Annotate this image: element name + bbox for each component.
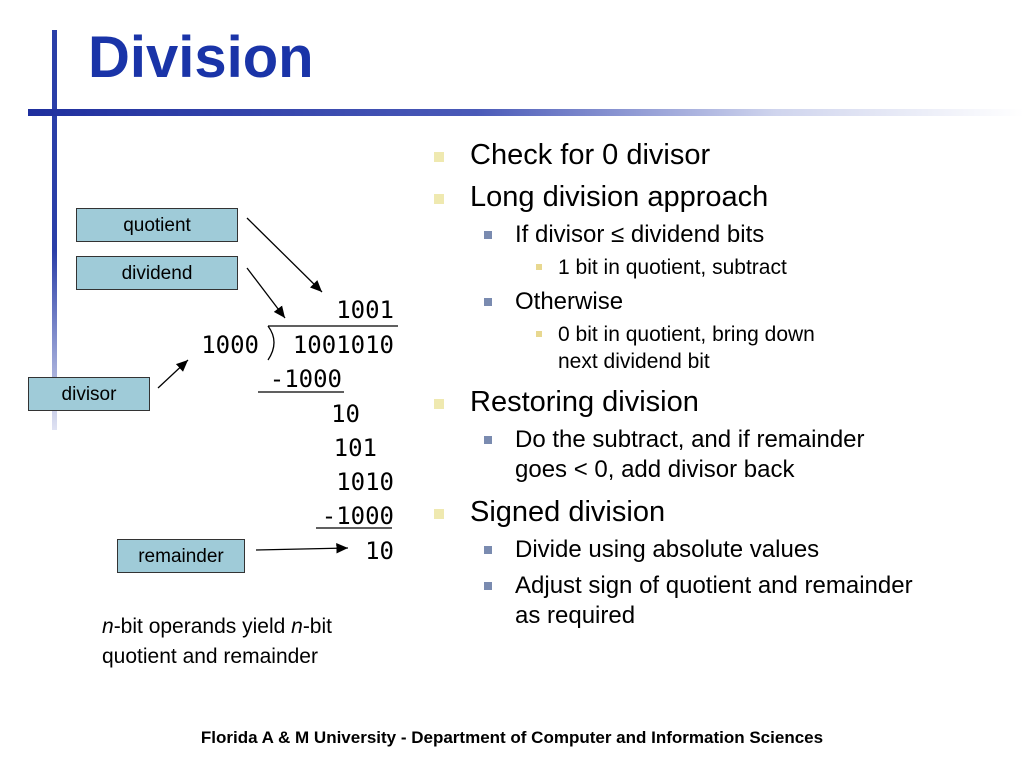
operand-caption: n-bit operands yield n-bit quotient and … bbox=[102, 612, 402, 672]
bullet-item: 0 bit in quotient, bring down next divid… bbox=[430, 321, 858, 375]
dividend-arrow bbox=[246, 267, 286, 319]
dividend-label: dividend bbox=[76, 256, 238, 290]
slide-footer: Florida A & M University - Department of… bbox=[200, 728, 824, 747]
bullet-item: Long division approach bbox=[430, 180, 1010, 214]
dividend-value: 1001010 bbox=[292, 331, 394, 359]
division-step: -1000 bbox=[269, 365, 342, 393]
quotient-label: quotient bbox=[76, 208, 238, 242]
caption-text: -bit quotient and remainder bbox=[102, 615, 332, 668]
caption-n-variable: n bbox=[291, 615, 303, 638]
quotient-value: 1001 bbox=[336, 296, 394, 324]
division-step: 1010 bbox=[336, 468, 394, 496]
bullet-item: If divisor ≤ dividend bits bbox=[430, 220, 1010, 250]
title-accent-horizontal-bar bbox=[28, 109, 1024, 116]
bullet-item: 1 bit in quotient, subtract bbox=[430, 254, 1010, 281]
bullet-item: Otherwise bbox=[430, 287, 1010, 317]
bullet-item: Adjust sign of quotient and remainder as… bbox=[430, 571, 915, 631]
quotient-arrow bbox=[246, 217, 323, 293]
caption-text: -bit operands yield bbox=[113, 615, 292, 638]
division-step: 101 bbox=[333, 434, 377, 462]
bullet-item: Divide using absolute values bbox=[430, 535, 1010, 565]
bullet-item: Restoring division bbox=[430, 385, 1010, 419]
divisor-label: divisor bbox=[28, 377, 150, 411]
remainder-value: 10 bbox=[365, 537, 394, 565]
remainder-label: remainder bbox=[117, 539, 245, 573]
division-step: -1000 bbox=[321, 502, 394, 530]
bullet-item: Check for 0 divisor bbox=[430, 138, 1010, 172]
title-accent-vertical-bar bbox=[52, 30, 57, 430]
caption-n-variable: n bbox=[102, 615, 114, 638]
bullet-list: Check for 0 divisor Long division approa… bbox=[430, 128, 1010, 631]
divisor-value: 1000 bbox=[201, 331, 259, 359]
division-step: 10 bbox=[331, 400, 360, 428]
bullet-item: Signed division bbox=[430, 495, 1010, 529]
divisor-arrow bbox=[157, 359, 189, 389]
bullet-item: Do the subtract, and if remainder goes <… bbox=[430, 425, 875, 485]
slide-title: Division bbox=[88, 25, 314, 90]
